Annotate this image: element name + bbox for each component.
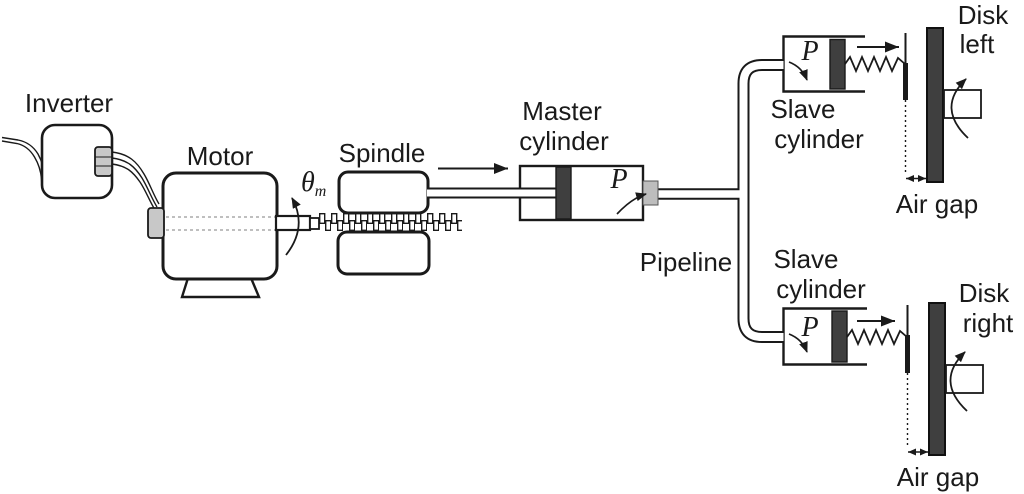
slave-cylinder-right-label: Slave	[773, 244, 838, 274]
shaft-coupling	[309, 217, 320, 230]
push-rod	[427, 189, 557, 197]
disk-left-label: left	[960, 29, 995, 59]
slave-left-spring	[844, 54, 906, 74]
slave-right-spring	[846, 327, 908, 347]
slave-right-pressure-arrow	[788, 333, 808, 353]
spindle-label: Spindle	[339, 138, 426, 168]
disk-right-rotation-arrow	[949, 351, 968, 412]
slave-cylinder-right-label: cylinder	[776, 274, 866, 304]
inverter-connector	[94, 146, 113, 177]
disk-left-group	[926, 27, 982, 183]
master-pressure-label: P	[609, 164, 627, 195]
disk-left-rotation-arrow	[950, 78, 969, 139]
motor-base	[180, 276, 261, 299]
disk-right-label: right	[963, 308, 1014, 338]
master-cylinder-label: cylinder	[519, 126, 609, 156]
disk-left-label: Disk	[958, 0, 1010, 30]
slave-left-pressure-arrow	[788, 61, 808, 81]
air-gap-right-label: Air gap	[897, 462, 979, 492]
inverter-input-wire	[1, 136, 46, 188]
master-cylinder-label: Master	[522, 96, 602, 126]
disk-left-body	[926, 27, 944, 183]
inverter-label: Inverter	[25, 88, 113, 118]
inverter-motor-wires	[111, 157, 158, 208]
master-cylinder-piston	[555, 166, 572, 220]
pipeline-group	[652, 59, 784, 343]
motor-angle-label: θm	[301, 167, 326, 200]
slave-cylinder-right-piston	[831, 310, 848, 363]
motor-connector	[147, 207, 165, 239]
master-pressure-arrow	[616, 192, 647, 215]
spindle-lower-block	[336, 230, 431, 276]
slave-right-pressure-label: P	[800, 312, 818, 343]
disk-right-body	[928, 302, 946, 456]
inverter-group	[1, 123, 160, 211]
slave-left-pressure-label: P	[800, 36, 818, 67]
spindle-upper-block	[337, 170, 430, 215]
spindle-screw	[319, 213, 462, 231]
disk-right-label: Disk	[959, 278, 1011, 308]
slave-cylinder-left-label: cylinder	[774, 124, 864, 154]
motor-rotation-arrow	[285, 197, 301, 256]
disk-right-group	[928, 302, 984, 456]
master-cylinder-outlet	[642, 180, 659, 206]
motor-shaft	[274, 214, 312, 232]
theta-symbol: θ	[301, 167, 315, 198]
spindle-group	[319, 170, 462, 276]
slave-cylinder-left-group	[788, 33, 926, 182]
air-gap-left-label: Air gap	[896, 189, 978, 219]
theta-subscript: m	[315, 183, 327, 200]
pipeline-branch-bore	[739, 61, 784, 341]
inverter-input-wire	[1, 140, 43, 189]
motor-label: Motor	[187, 141, 254, 171]
slave-cylinder-left-piston	[829, 38, 846, 90]
disk-left-hub	[943, 89, 982, 119]
pipeline-label: Pipeline	[640, 247, 733, 277]
inverter-motor-wires	[111, 163, 156, 211]
inverter-motor-wires	[111, 151, 160, 205]
motor-group	[147, 171, 320, 299]
motor-box	[161, 171, 279, 281]
slave-cylinder-right-group	[788, 305, 928, 456]
slave-cylinder-left-label: Slave	[770, 94, 835, 124]
